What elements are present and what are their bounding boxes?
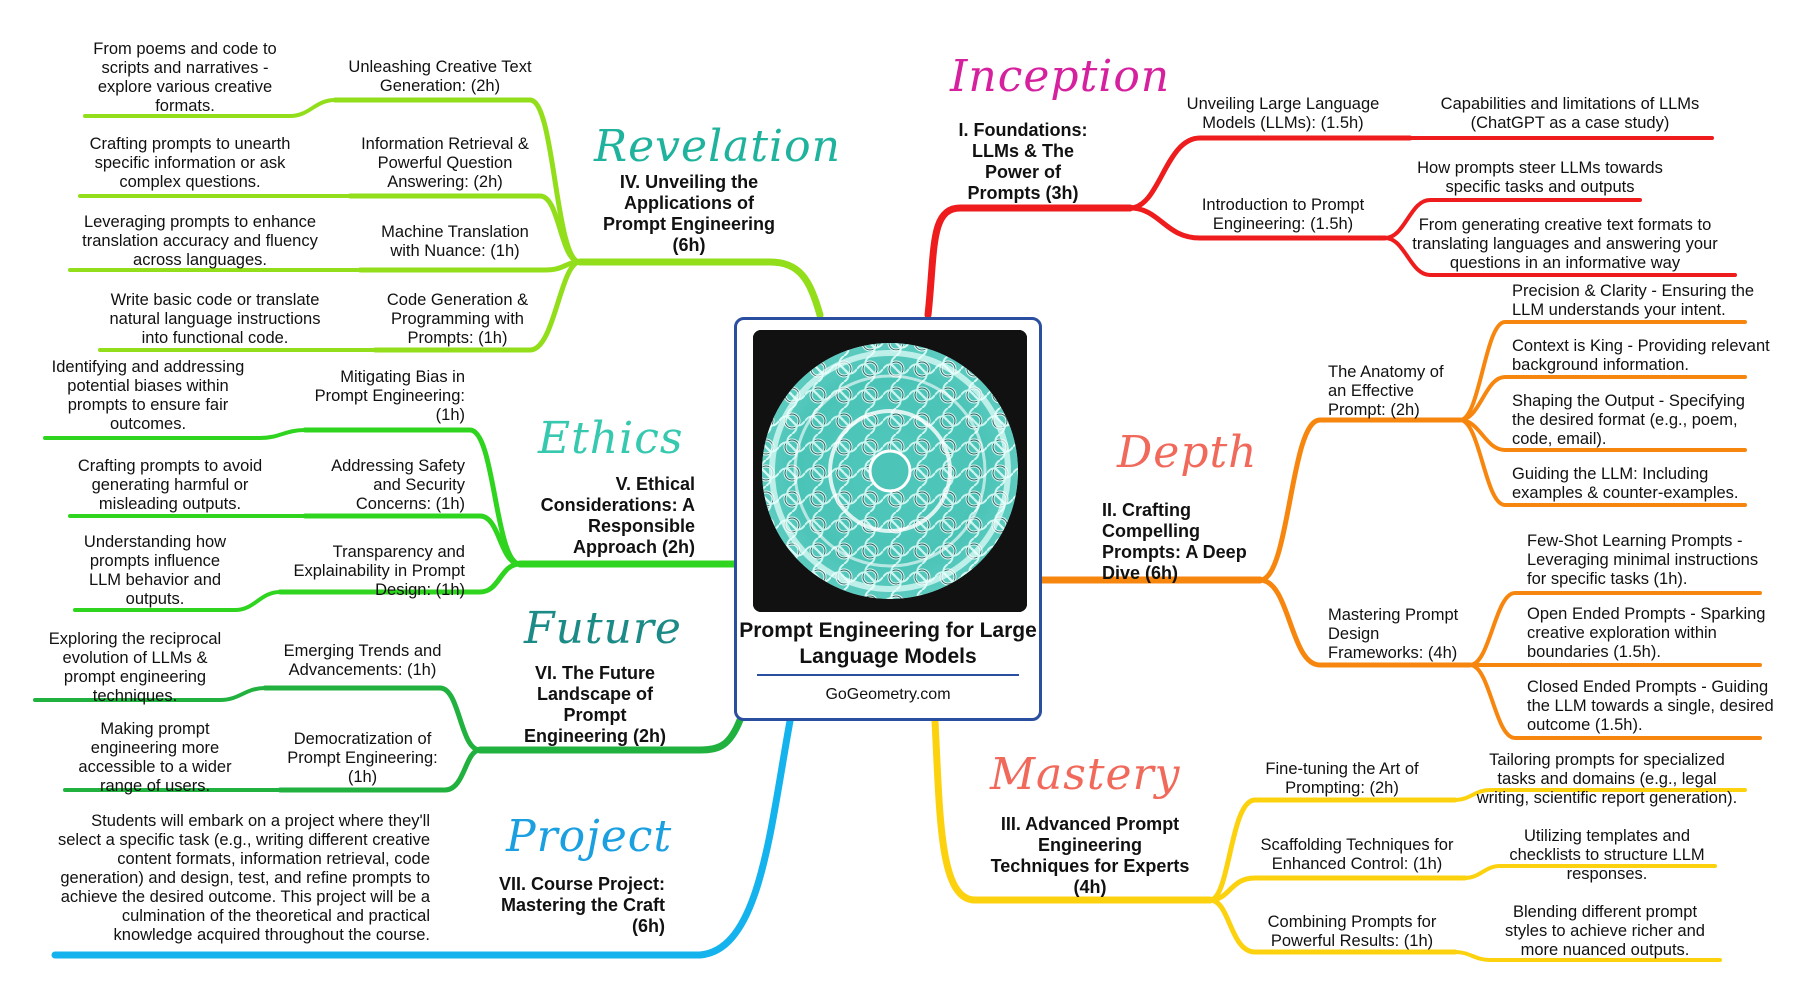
depth-detail-3: Shaping the Output - Specifying the desi… xyxy=(1512,392,1745,448)
depth-detail-4: Guiding the LLM: Including examples & co… xyxy=(1512,465,1739,502)
ethics-detail3-line xyxy=(73,590,282,612)
inception-detail-3: From generating creative text formats to… xyxy=(1412,216,1718,272)
future-topic-1: Emerging Trends and Advancements: (1h) xyxy=(283,642,442,679)
inception-detail-1: Capabilities and limitations of LLMs (Ch… xyxy=(1440,95,1700,132)
future-word: Future xyxy=(524,603,682,654)
depth-topic2-branch xyxy=(1257,577,1473,668)
depth-detail1-line xyxy=(1458,320,1747,422)
ethics-topic2-branch xyxy=(302,513,523,567)
future-detail-1: Exploring the reciprocal evolution of LL… xyxy=(48,630,222,705)
ethics-section-title: V. Ethical Considerations: A Responsible… xyxy=(540,474,695,557)
center-title: Prompt Engineering for Large Language Mo… xyxy=(739,619,1037,668)
depth-detail-1: Precision & Clarity - Ensuring the LLM u… xyxy=(1512,282,1755,319)
mastery-topic-2: Scaffolding Techniques for Enhanced Cont… xyxy=(1260,836,1454,873)
future-detail1-line xyxy=(33,686,267,702)
depth-detail-2: Context is King - Providing relevant bac… xyxy=(1512,337,1770,374)
depth-topic-1: The Anatomy of an Effective Prompt: (2h) xyxy=(1328,363,1444,419)
ethics-word: Ethics xyxy=(538,413,684,464)
depth-topic-2: Mastering Prompt Design Frameworks: (4h) xyxy=(1328,606,1459,662)
mastery-topic1-branch xyxy=(1207,797,1458,903)
project-section-title: VII. Course Project: Mastering the Craft… xyxy=(498,874,665,936)
inception-detail2-line xyxy=(1383,198,1642,240)
revelation-topic-4: Code Generation & Programming with Promp… xyxy=(386,291,529,347)
ethics-topic-1: Mitigating Bias in Prompt Engineering: (… xyxy=(314,368,465,424)
inception-section-title: I. Foundations: LLMs & The Power of Prom… xyxy=(958,120,1088,203)
revelation-topic-2: Information Retrieval & Powerful Questio… xyxy=(361,135,529,191)
ethics-detail-1: Identifying and addressing potential bia… xyxy=(51,358,245,433)
center-divider xyxy=(757,674,1019,676)
depth-detail2-line xyxy=(1458,375,1747,422)
revelation-topic2-branch xyxy=(347,193,583,265)
mastery-topic-3: Combining Prompts for Powerful Results: … xyxy=(1267,913,1437,950)
revelation-word: Revelation xyxy=(594,121,841,172)
mastery-detail2-line xyxy=(1463,864,1717,880)
revelation-topic-3: Machine Translation with Nuance: (1h) xyxy=(381,223,529,260)
inception-topic-2: Introduction to Prompt Engineering: (1.5… xyxy=(1201,196,1365,233)
depth-detail-7: Closed Ended Prompts - Guiding the LLM t… xyxy=(1527,678,1774,734)
mastery-detail-1: Tailoring prompts for specialized tasks … xyxy=(1476,751,1738,807)
mastery-detail1-line xyxy=(1453,788,1747,802)
future-main-branch xyxy=(476,716,744,754)
revelation-detail-1: From poems and code to scripts and narra… xyxy=(93,40,277,115)
mastery-detail-3: Blending different prompt styles to achi… xyxy=(1505,903,1705,959)
revelation-topic3-branch xyxy=(357,259,583,273)
project-main-branch xyxy=(51,717,794,959)
inception-topic2-branch xyxy=(1127,205,1388,241)
revelation-detail1-line xyxy=(83,98,337,118)
depth-detail5-line xyxy=(1468,591,1762,667)
future-section-title: VI. The Future Landscape of Prompt Engin… xyxy=(523,663,666,746)
depth-word: Depth xyxy=(1117,427,1258,478)
depth-section-title: II. Crafting Compelling Prompts: A Deep … xyxy=(1102,500,1247,583)
center-site: GoGeometry.com xyxy=(825,686,951,703)
hyperbolic-tiling-image xyxy=(753,330,1027,612)
project-detail-1: Students will embark on a project where … xyxy=(57,812,430,944)
depth-detail7-line xyxy=(1468,663,1762,740)
mastery-main-branch xyxy=(931,717,1214,904)
inception-main-branch xyxy=(924,204,1134,319)
future-detail-2: Making prompt engineering more accessibl… xyxy=(78,720,232,795)
mastery-detail3-line xyxy=(1453,950,1722,962)
revelation-detail-4: Write basic code or translate natural la… xyxy=(109,291,321,347)
revelation-topic4-branch xyxy=(372,259,583,353)
revelation-detail-2: Crafting prompts to unearth specific inf… xyxy=(89,135,291,191)
revelation-topic-1: Unleashing Creative Text Generation: (2h… xyxy=(348,58,532,95)
ethics-topic-3: Transparency and Explainability in Promp… xyxy=(293,543,466,599)
mastery-detail-2: Utilizing templates and checklists to st… xyxy=(1509,827,1705,883)
ethics-topic3-branch xyxy=(277,561,523,595)
mastery-section-title: III. Advanced Prompt Engineering Techniq… xyxy=(990,814,1190,897)
celtic-knot-disk-icon xyxy=(753,330,1027,612)
ethics-detail-2: Crafting prompts to avoid generating har… xyxy=(77,457,263,513)
ethics-detail1-line xyxy=(43,428,307,440)
mastery-topic2-branch xyxy=(1207,875,1468,903)
depth-topic1-branch xyxy=(1257,417,1463,583)
mastery-topic3-branch xyxy=(1207,897,1458,955)
inception-word: Inception xyxy=(950,51,1171,102)
future-topic1-branch xyxy=(262,685,483,753)
inception-topic1-branch xyxy=(1127,135,1413,211)
mastery-word: Mastery xyxy=(990,749,1181,800)
project-word: Project xyxy=(506,811,673,862)
revelation-section-title: IV. Unveiling the Applications of Prompt… xyxy=(602,172,775,255)
ethics-topic-2: Addressing Safety and Security Concerns:… xyxy=(331,457,465,513)
revelation-main-branch xyxy=(576,258,824,319)
future-topic-2: Democratization of Prompt Engineering: (… xyxy=(287,730,438,786)
depth-detail4-line xyxy=(1458,418,1747,507)
mastery-topic-1: Fine-tuning the Art of Prompting: (2h) xyxy=(1265,760,1419,797)
inception-detail3-line xyxy=(1383,236,1737,277)
inception-detail-2: How prompts steer LLMs towards specific … xyxy=(1417,159,1663,196)
center-node: Prompt Engineering for Large Language Mo… xyxy=(734,317,1042,721)
depth-detail-6: Open Ended Prompts - Sparking creative e… xyxy=(1527,605,1766,661)
inception-topic-1: Unveiling Large Language Models (LLMs): … xyxy=(1186,95,1380,132)
depth-detail-5: Few-Shot Learning Prompts - Leveraging m… xyxy=(1527,532,1759,588)
ethics-detail-3: Understanding how prompts influence LLM … xyxy=(83,533,227,608)
revelation-detail-3: Leveraging prompts to enhance translatio… xyxy=(82,213,318,269)
future-topic2-branch xyxy=(277,747,483,793)
